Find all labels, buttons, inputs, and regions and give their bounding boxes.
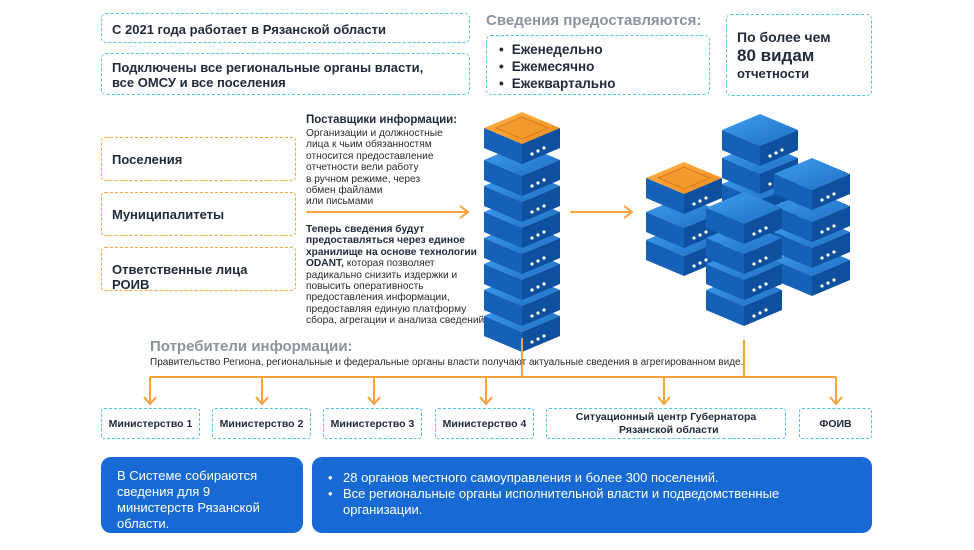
foiv-box: ФОИВ xyxy=(799,408,872,439)
consumers-desc: Правительство Региона, региональные и фе… xyxy=(150,357,744,368)
reports-line3: отчетности xyxy=(737,66,810,81)
situation-center-box: Ситуационный центр Губернатора Рязанской… xyxy=(546,408,786,439)
reports-box: По более чем 80 видам отчетности xyxy=(726,14,872,96)
now-line: предоставления информации, xyxy=(306,292,450,304)
distribution-arrows xyxy=(143,377,843,406)
odant-line: ODANT, которая позволяет xyxy=(306,258,486,269)
since-2021-text: С 2021 года работает в Рязанской области xyxy=(112,22,386,37)
supplier-label: Муниципалитеты xyxy=(112,207,225,222)
ministries-info-text: В Системе собираются сведения для 9 мини… xyxy=(117,468,260,531)
frequency-item: Ежеквартально xyxy=(499,75,697,92)
consumers-title: Потребители информации: xyxy=(150,338,353,355)
suppliers-desc: Организации и должностные лица к чьим об… xyxy=(306,128,466,208)
desc-line: отчетности вели работу xyxy=(306,162,419,174)
reports-line1: По более чем xyxy=(737,29,831,45)
frequency-list: Еженедельно Ежемесячно Ежеквартально xyxy=(499,41,697,92)
ministries-info-panel: В Системе собираются сведения для 9 мини… xyxy=(101,457,303,533)
odant-bold: ODANT, xyxy=(306,258,344,270)
server-cluster-icon xyxy=(645,114,850,326)
situation-line2: Рязанской области xyxy=(619,423,719,436)
ministry-box: Министерство 1 xyxy=(101,408,200,439)
desc-line: лица к чьим обязанностям xyxy=(306,139,432,151)
odant-desc: Теперь сведения будут предоставляться че… xyxy=(306,224,486,327)
ministry-label: Министерство 4 xyxy=(442,417,527,430)
ministry-box: Министерство 2 xyxy=(212,408,311,439)
desc-line: Организации и должностные xyxy=(306,128,443,139)
situation-line1: Ситуационный центр Губернатора xyxy=(575,410,757,423)
now-line: предоставляться через единое xyxy=(306,235,465,247)
connected-line2: все ОМСУ и все поселения xyxy=(112,75,286,90)
now-line: предоставляя единую платформу xyxy=(306,303,467,315)
now-line: повысить оперативность xyxy=(306,281,424,293)
connected-line1: Подключены все региональные органы власт… xyxy=(112,60,424,75)
frequency-item: Ежемесячно xyxy=(499,58,697,75)
now-line: хранилище на основе технологии xyxy=(306,246,477,258)
frequency-title: Сведения предоставляются: xyxy=(486,12,702,29)
supplier-label: Ответственные лица РОИВ xyxy=(112,262,248,292)
coverage-item: Все региональные органы исполнительной в… xyxy=(328,486,856,518)
supplier-municipalities: Муниципалитеты xyxy=(101,192,296,236)
desc-line: относится предоставление xyxy=(306,150,434,162)
now-line: Теперь сведения будут xyxy=(306,224,425,235)
server-stack-icon xyxy=(483,111,561,352)
suppliers-title: Поставщики информации: xyxy=(306,114,458,126)
supplier-label: Поселения xyxy=(112,152,183,167)
now-line: радикально снизить издержки и xyxy=(306,269,458,281)
foiv-label: ФОИВ xyxy=(819,417,852,430)
supplier-settlements: Поселения xyxy=(101,137,296,181)
coverage-list: 28 органов местного самоуправления и бол… xyxy=(328,470,856,518)
ministry-label: Министерство 1 xyxy=(108,417,193,430)
ministry-box: Министерство 3 xyxy=(323,408,422,439)
connected-box: Подключены все региональные органы власт… xyxy=(101,53,470,95)
now-line: сбора, агрегации и анализа сведений xyxy=(306,315,485,327)
frequency-item: Еженедельно xyxy=(499,41,697,58)
ministry-box: Министерство 4 xyxy=(435,408,534,439)
reports-line2: 80 видам xyxy=(737,46,815,65)
frequency-box: Еженедельно Ежемесячно Ежеквартально xyxy=(486,35,710,95)
desc-line: в ручном режиме, через xyxy=(306,173,421,185)
ministry-label: Министерство 2 xyxy=(219,417,304,430)
supplier-roiv: Ответственные лица РОИВ xyxy=(101,247,296,292)
since-2021-box: С 2021 года работает в Рязанской области xyxy=(101,13,470,43)
ministry-label: Министерство 3 xyxy=(330,417,415,430)
coverage-info-panel: 28 органов местного самоуправления и бол… xyxy=(312,457,872,533)
desc-line: обмен файлами xyxy=(306,185,383,197)
coverage-item: 28 органов местного самоуправления и бол… xyxy=(328,470,856,486)
desc-line: или письмами xyxy=(306,196,374,208)
odant-rest: которая позволяет xyxy=(343,258,435,270)
